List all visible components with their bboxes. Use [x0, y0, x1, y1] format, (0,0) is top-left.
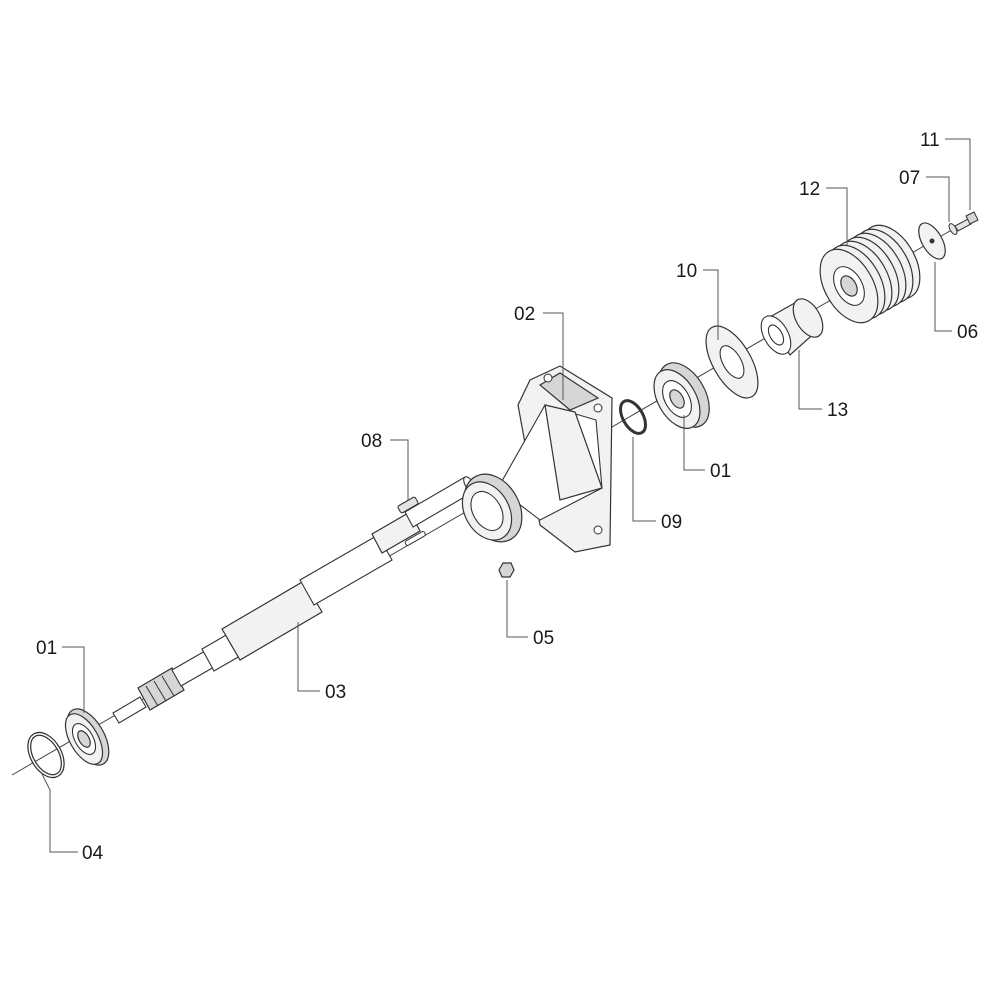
- callout-12: 12: [799, 179, 820, 200]
- shaft-part: [112, 476, 475, 724]
- callout-13: 13: [827, 400, 848, 421]
- leader-lines: [40, 138, 971, 853]
- callout-09: 09: [661, 512, 682, 533]
- callout-01-right: 01: [710, 461, 731, 482]
- callout-06: 06: [957, 322, 978, 343]
- callout-03: 03: [325, 682, 346, 703]
- bolt-part: [954, 211, 979, 232]
- pulley-part: [819, 224, 921, 324]
- callout-11: 11: [920, 130, 940, 151]
- callout-04: 04: [82, 843, 104, 864]
- washer-part: [705, 325, 759, 399]
- callout-08: 08: [361, 431, 382, 452]
- callout-05: 05: [533, 628, 554, 649]
- callout-10: 10: [676, 261, 697, 282]
- callout-02: 02: [514, 304, 535, 325]
- callout-07: 07: [899, 168, 920, 189]
- bearing-right-part: [653, 362, 710, 429]
- callout-01-left: 01: [36, 638, 57, 659]
- bearing-left-part: [64, 708, 110, 766]
- housing-part: [461, 365, 613, 553]
- spacer-sleeve-part: [760, 298, 824, 356]
- o-ring-part: [619, 399, 647, 435]
- key-part: [397, 496, 419, 514]
- circlip-part: [27, 731, 65, 779]
- grease-nipple-part: [498, 562, 515, 578]
- end-washer-part: [918, 222, 946, 260]
